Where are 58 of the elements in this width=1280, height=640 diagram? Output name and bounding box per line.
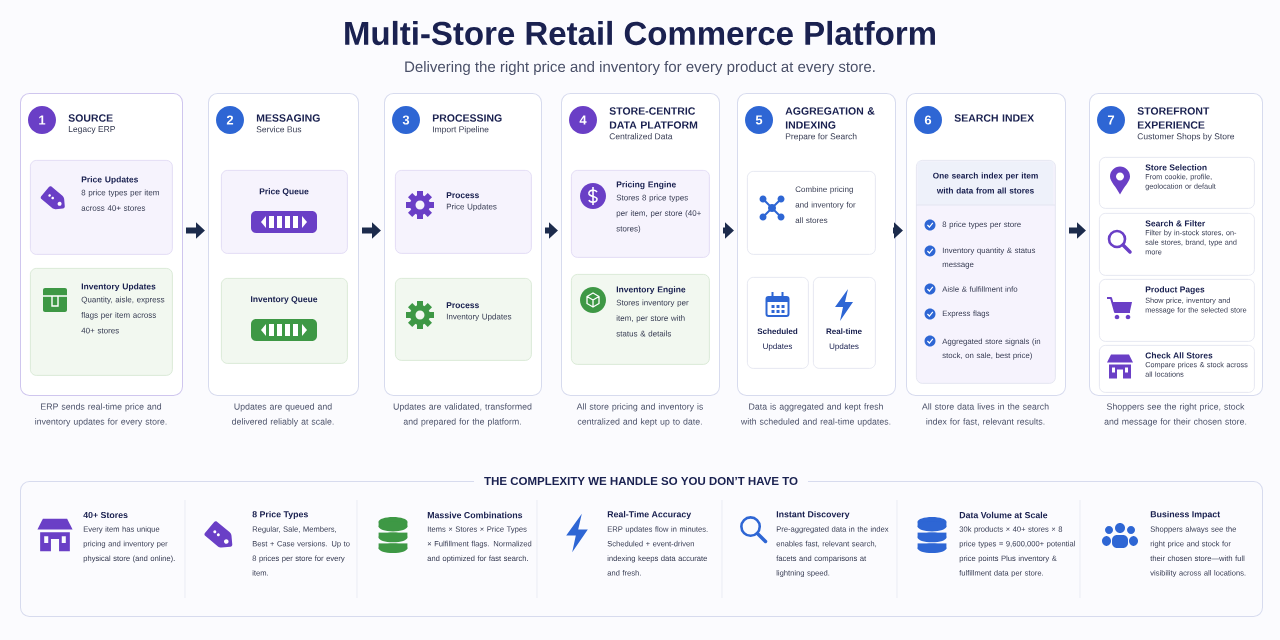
feature-heading: Instant Discovery <box>776 510 850 520</box>
feature-heading: Real-Time Accuracy <box>607 510 692 520</box>
feature-heading: 40+ Stores <box>83 511 128 519</box>
card-text: Inventory Updates <box>446 313 512 321</box>
card-heading: Inventory Queue <box>251 296 318 304</box>
card-heading: Pricing Engine <box>616 181 676 190</box>
number-badge: 2 <box>216 106 244 134</box>
card-heading: Store Selection <box>1145 164 1207 171</box>
stage-subtitle: Prepare for Search <box>785 133 857 142</box>
number-badge: 6 <box>914 106 942 134</box>
card-heading: Price Queue <box>259 188 309 196</box>
card-text: Scheduled Updates <box>757 328 798 351</box>
card-heading: Inventory Engine <box>616 286 686 295</box>
feature-heading: 8 Price Types <box>252 510 308 520</box>
stage-heading: MESSAGING <box>256 114 320 122</box>
stage-description: Updates are validated, transformed and prepared for the platform. <box>393 403 532 427</box>
card-heading: Price Updates <box>81 176 138 185</box>
stage-heading: STORE-CENTRIC DATA PLATFORM <box>609 107 698 129</box>
card-text: Stores 8 price types per item, per store (40+ stores) <box>616 194 701 233</box>
stage-heading: PROCESSING <box>432 114 502 122</box>
stage-description: All store data lives in the search index for fast, relevant results. <box>921 403 1049 426</box>
stage-heading: STOREFRONT EXPERIENCE <box>1137 107 1210 129</box>
stage-description: Data is aggregated and kept fresh with scheduled and real-time updates. <box>740 403 891 427</box>
card-text: Quantity, aisle, express flags per item across 40+ stores <box>81 296 165 334</box>
stage-subtitle: Customer Shops by Store <box>1137 133 1235 142</box>
stage-heading: SOURCE <box>68 114 113 122</box>
card-heading: Search & Filter <box>1145 220 1206 227</box>
card-heading: Process <box>446 192 479 199</box>
number-badge: 7 <box>1097 106 1125 134</box>
stage-subtitle: Service Bus <box>256 126 302 133</box>
number-badge: 5 <box>745 106 773 134</box>
title: Multi-Store Retail Commerce Platform <box>345 20 935 46</box>
stage-description: Updates are queued and delivered reliably at scale. <box>232 403 334 427</box>
card-text: Stores inventory per item, per store with status & details <box>616 299 689 337</box>
stage-subtitle: Import Pipeline <box>433 126 489 135</box>
number-badge: 3 <box>392 106 420 134</box>
card-heading: One search index per item with data from all stores <box>933 172 1038 194</box>
card-text: 8 price types per item across 40+ stores <box>81 189 159 211</box>
card-heading: Inventory Updates <box>81 283 156 292</box>
card-heading: Process <box>446 302 479 309</box>
card-text: Price Updates <box>446 203 497 211</box>
stage-description: ERP sends real-time price and inventory updates for every store. <box>35 403 167 427</box>
stage-heading: SEARCH INDEX <box>954 114 1034 122</box>
card-text: Real-time Updates <box>826 328 862 351</box>
feature-heading: Business Impact <box>1150 510 1221 520</box>
stage-description: All store pricing and inventory is centralized and kept up to date. <box>576 403 703 427</box>
number-badge: 4 <box>569 106 597 134</box>
number-badge: 1 <box>28 106 56 134</box>
stage-heading: AGGREGATION & INDEXING <box>785 107 875 129</box>
subtitle: Delivering the right price and inventory for every product at every store. <box>405 61 875 75</box>
card-text: Combine pricing and inventory for all stores <box>795 186 856 224</box>
feature-heading: Massive Combinations <box>427 511 523 519</box>
feature-heading: Data Volume at Scale <box>959 511 1048 519</box>
card-heading: Check All Stores <box>1145 352 1213 359</box>
stage-subtitle: Legacy ERP <box>68 126 115 134</box>
stage-description: Shoppers see the right price, stock and message for their chosen store. <box>1104 403 1247 427</box>
card-heading: Product Pages <box>1145 286 1205 295</box>
stage-subtitle: Centralized Data <box>609 133 673 140</box>
